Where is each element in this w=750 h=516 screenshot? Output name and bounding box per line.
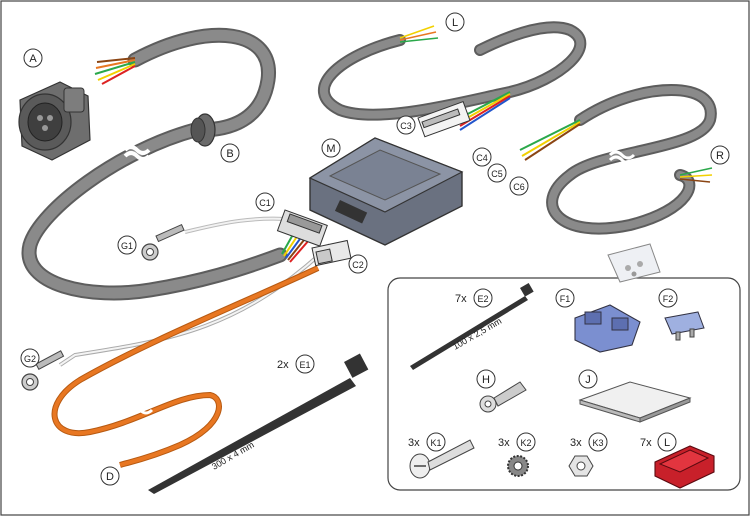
label-e1: 2x E1: [277, 354, 315, 374]
svg-text:G2: G2: [24, 354, 36, 364]
label-g1: G1: [117, 235, 137, 255]
connector-c1-icon: [276, 209, 328, 247]
label-b: B: [220, 143, 240, 163]
cable-tie-small-icon: [410, 283, 534, 370]
cable-tie-large-icon: [148, 353, 369, 494]
label-c6: C6: [509, 176, 529, 196]
label-c1: C1: [255, 192, 275, 212]
label-d: D: [100, 466, 120, 486]
label-e2: 7x E2: [455, 288, 493, 308]
connector-c3-icon: [417, 100, 471, 138]
label-r: R: [710, 145, 730, 165]
label-m: M: [321, 138, 341, 158]
right-cable-r: [519, 84, 717, 235]
svg-text:E1: E1: [299, 360, 310, 370]
svg-text:2x: 2x: [277, 359, 289, 371]
screw-icon: [409, 439, 475, 479]
svg-text:C5: C5: [491, 169, 503, 179]
label-c4: C4: [472, 147, 492, 167]
svg-text:3x: 3x: [570, 437, 582, 449]
nut-icon: [568, 455, 594, 477]
svg-text:7x: 7x: [455, 293, 467, 305]
svg-text:A: A: [29, 53, 37, 65]
svg-text:G1: G1: [121, 241, 133, 251]
label-k3: 3x K3: [570, 432, 608, 452]
label-l-box: 7x L: [640, 432, 677, 452]
svg-text:D: D: [106, 471, 114, 483]
fuse-icon: [664, 311, 705, 341]
label-c2: C2: [348, 254, 368, 274]
svg-text:3x: 3x: [498, 437, 510, 449]
label-k2: 3x K2: [498, 432, 536, 452]
svg-text:C6: C6: [513, 182, 525, 192]
label-c5: C5: [487, 163, 507, 183]
svg-text:K3: K3: [592, 438, 603, 448]
label-f1: F1: [555, 288, 575, 308]
wire-clip-icon: [654, 445, 715, 489]
grommet-icon: [190, 113, 216, 147]
svg-text:E2: E2: [477, 294, 488, 304]
connector-c2-icon: [311, 239, 352, 267]
socket-icon: [18, 81, 91, 161]
module-icon: [308, 137, 464, 246]
ring-terminal-h-icon: [479, 381, 527, 413]
svg-text:C2: C2: [352, 260, 364, 270]
label-j: J: [578, 369, 598, 389]
svg-text:M: M: [326, 143, 335, 155]
label-g2: G2: [20, 348, 40, 368]
svg-text:7x: 7x: [640, 437, 652, 449]
label-h: H: [476, 369, 496, 389]
top-cable-l: [318, 21, 587, 131]
label-f2: F2: [658, 288, 678, 308]
ring-terminal-icon: [21, 223, 185, 391]
svg-text:3x: 3x: [408, 437, 420, 449]
svg-text:F2: F2: [663, 294, 674, 304]
washer-icon: [507, 455, 529, 477]
svg-text:H: H: [482, 374, 490, 386]
svg-text:L: L: [664, 437, 670, 449]
main-cable: [21, 27, 288, 301]
wire-tails-top-left: [94, 57, 136, 85]
svg-text:R: R: [716, 150, 724, 162]
svg-text:F1: F1: [560, 294, 571, 304]
label-k1: 3x K1: [408, 432, 446, 452]
svg-text:L: L: [452, 17, 458, 29]
label-l-top: L: [445, 12, 465, 32]
label-c3: C3: [396, 115, 416, 135]
svg-text:C1: C1: [259, 198, 271, 208]
loose-wires: [51, 216, 332, 468]
svg-text:B: B: [226, 148, 233, 160]
svg-text:C4: C4: [476, 153, 488, 163]
fuse-holder-icon: [574, 304, 641, 353]
bag-icon: [607, 243, 661, 283]
svg-text:J: J: [585, 374, 591, 386]
svg-text:K2: K2: [520, 438, 531, 448]
adhesive-pad-icon: [578, 381, 692, 423]
label-a: A: [23, 48, 43, 68]
svg-text:C3: C3: [400, 121, 412, 131]
svg-text:K1: K1: [430, 438, 441, 448]
